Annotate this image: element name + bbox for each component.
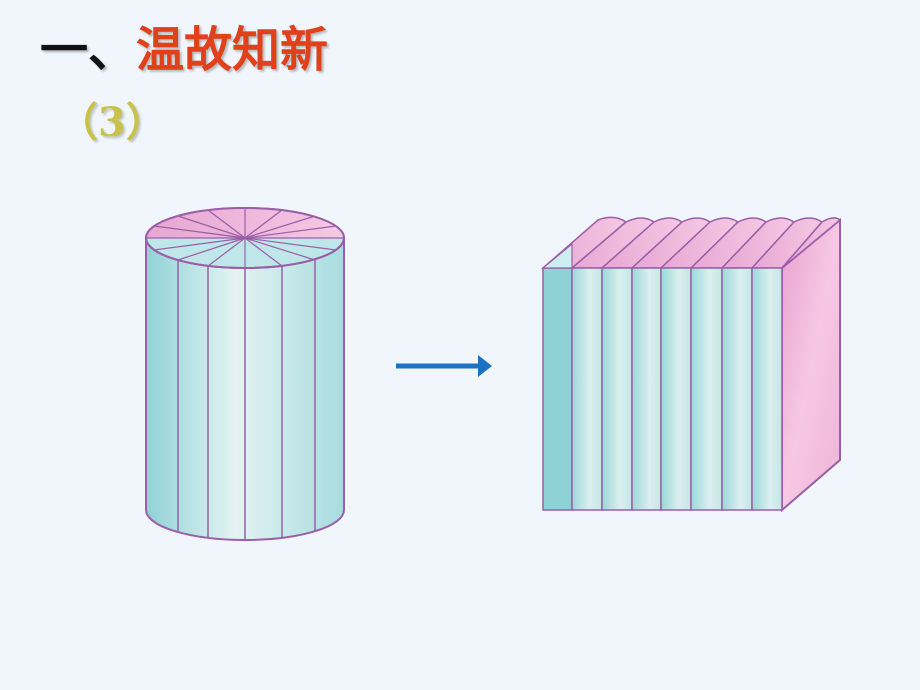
cylinder-top-sectors xyxy=(146,208,344,268)
right-arrow-icon xyxy=(396,355,492,377)
cylinder-slice-lines xyxy=(177,260,316,540)
cuboid-top-scallops xyxy=(541,216,842,269)
heading-title: 温故知新 xyxy=(136,22,329,78)
cuboid-approximation xyxy=(541,216,842,513)
cuboid-front-slices xyxy=(542,267,783,511)
slide-heading: 一、温故知新 xyxy=(40,22,328,80)
cylinder xyxy=(145,207,345,541)
heading-prefix: 一、 xyxy=(40,22,137,78)
slide-subheading: （3） xyxy=(58,99,166,146)
